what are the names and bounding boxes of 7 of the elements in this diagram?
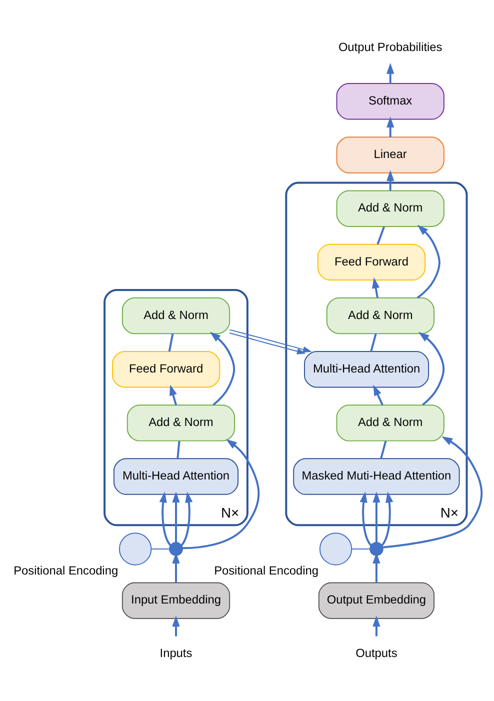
node-text: Output Probabilities [338,39,442,54]
node-text: Inputs [160,646,192,660]
node-label: Positional Encoding [214,562,319,577]
node-label: N× [221,504,240,520]
node-label: Positional Encoding [14,562,118,577]
node-label: N× [440,504,458,520]
node-text: Outputs [356,646,398,660]
